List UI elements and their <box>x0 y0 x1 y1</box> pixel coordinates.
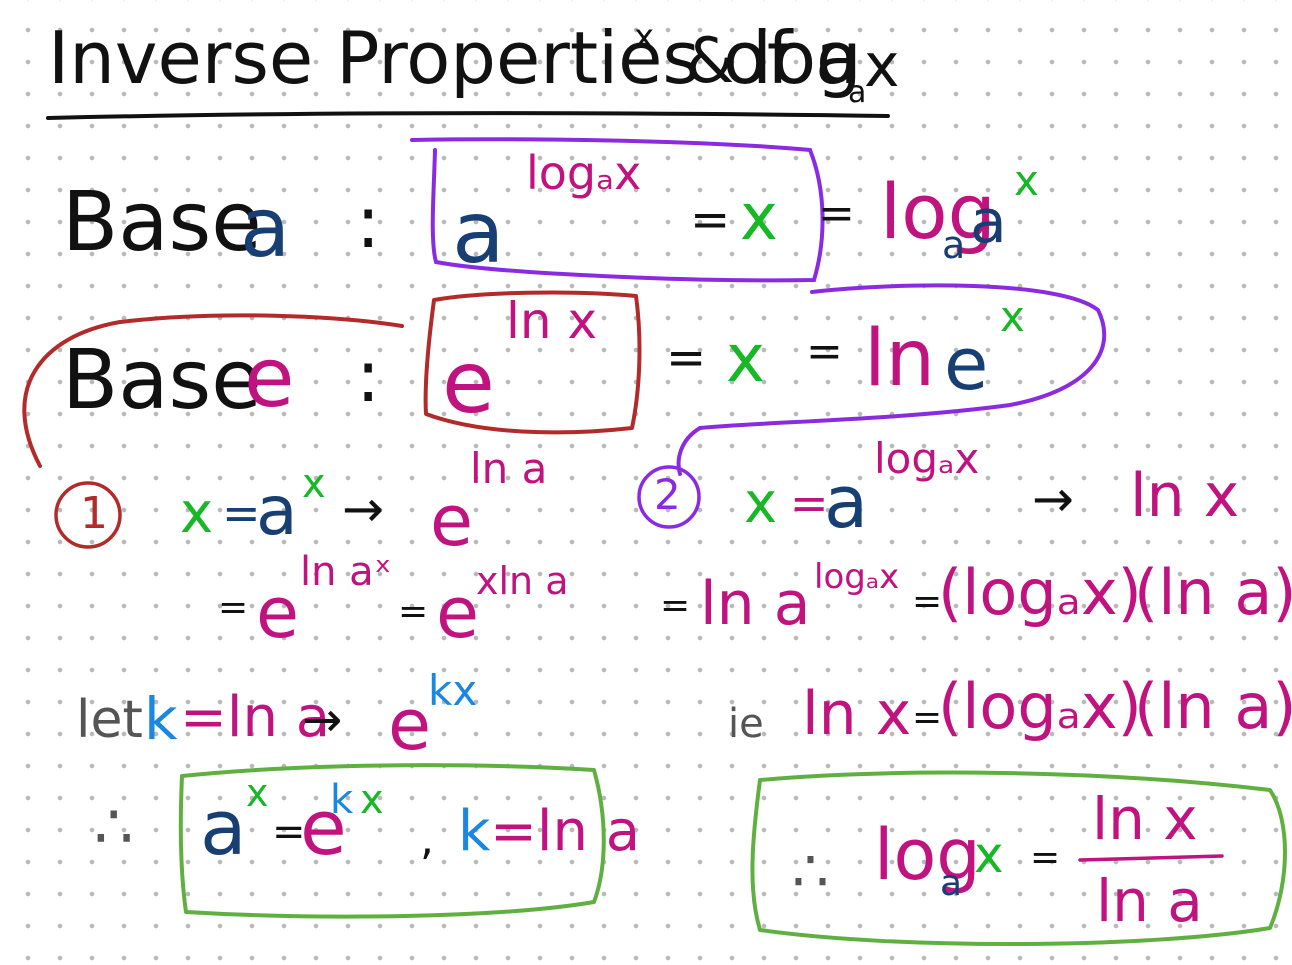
d1-result-aexp: x <box>246 771 269 815</box>
d1-result-x: x <box>360 777 384 823</box>
red-frame <box>423 290 642 435</box>
d1-step1-exp: x <box>302 461 326 507</box>
d2-step2-exp: logₐx <box>814 557 900 597</box>
identity-a-eq1: = <box>690 192 731 248</box>
identity-e-arg-exp: x <box>1000 292 1025 341</box>
title-underline <box>46 111 890 120</box>
base-a-symbol: a <box>240 181 291 276</box>
identity-e-arg: e <box>944 322 989 406</box>
d1-step1-eq: = <box>222 486 261 540</box>
d2-step2-ln: ln a <box>700 569 811 639</box>
identity-e-exponent: ln x <box>506 292 598 350</box>
d2-therefore: ∴ <box>792 837 829 905</box>
d1-e-kx: e <box>388 684 432 766</box>
d2-step1-ln: ln x <box>1130 461 1240 531</box>
identity-e-base: e <box>442 333 495 433</box>
d2-res-log: log <box>874 814 981 896</box>
red-connector <box>22 313 404 468</box>
identity-a-log-sub: a <box>942 223 966 267</box>
d1-step2-exp2: xln a <box>476 559 569 603</box>
purple-connector <box>676 283 1107 476</box>
identity-e-eq1: = <box>666 330 707 386</box>
d2-ie-p2: (ln a) <box>1134 670 1292 743</box>
d2-step1-exp: logₐx <box>874 434 980 483</box>
d1-comma: , <box>420 814 434 865</box>
identity-a-log: log <box>880 167 996 256</box>
d1-kx: kx <box>428 666 478 715</box>
d1-k-def: =ln a <box>180 685 331 750</box>
purple-frame-top <box>410 137 825 283</box>
d2-res-num: ln x <box>1092 785 1198 853</box>
d2-res-sub: a <box>940 863 963 904</box>
d2-arrow: → <box>1032 470 1074 528</box>
d1-step2-eq: = <box>218 587 249 628</box>
d1-let: let <box>76 690 143 750</box>
identity-a-arg-exp: x <box>1014 156 1039 205</box>
d1-step1-a: a <box>256 472 298 551</box>
d2-step2-p2: (ln a) <box>1134 556 1292 629</box>
base-e-symbol: e <box>244 331 295 426</box>
title-base: a <box>848 75 867 110</box>
d1-step2-e2: e <box>436 572 480 654</box>
derivation-2-number: 2 <box>654 470 681 519</box>
title-log: log <box>752 16 862 100</box>
d1-step1-e: e <box>430 480 474 562</box>
d2-res-eq: = <box>1030 837 1061 878</box>
d1-step1-x: x <box>180 481 214 546</box>
d1-step2-e: e <box>256 572 300 654</box>
identity-a-x: x <box>740 181 778 255</box>
d1-result-k: k <box>330 777 354 823</box>
d2-ie-ln: ln x <box>802 679 912 749</box>
d2-ie: ie <box>728 701 764 747</box>
base-a-label: Base <box>62 175 262 270</box>
d2-res-x: x <box>974 826 1004 884</box>
derivation-1-number: 1 <box>80 488 108 539</box>
number-2-circle <box>637 465 701 529</box>
green-frame-left <box>178 763 606 919</box>
d2-step1-eq: = <box>790 476 829 530</box>
d1-let-arrow: → <box>302 692 343 748</box>
d2-step1-a: a <box>824 460 869 544</box>
d2-step2-eq: = <box>660 585 691 626</box>
d1-result-a: a <box>200 783 247 872</box>
d2-ie-p1: (logₐx) <box>938 670 1142 743</box>
d2-step2-p1: (logₐx) <box>938 556 1142 629</box>
d1-result-k2: k <box>458 799 491 864</box>
identity-a-exponent: logₐx <box>526 146 642 200</box>
base-a-colon: : <box>356 180 381 264</box>
identity-e-ln: ln <box>864 314 936 404</box>
base-e-label: Base <box>62 333 262 428</box>
d2-step2-eq2: = <box>912 581 943 622</box>
title-main: Inverse Properties of a <box>48 16 860 100</box>
number-1-circle <box>54 481 122 549</box>
title-exp: x <box>634 17 655 57</box>
d1-step2-eq2: = <box>398 591 429 632</box>
d1-step2-exp: ln aˣ <box>300 549 392 595</box>
d2-res-den: ln a <box>1096 867 1203 935</box>
d2-step1-x: x <box>744 471 778 536</box>
d2-ie-eq: = <box>912 697 943 738</box>
d1-step1-eexp: ln a <box>470 444 548 493</box>
d1-k: k <box>144 685 178 753</box>
identity-e-x: x <box>726 320 766 397</box>
identity-a-arg: a <box>970 187 1007 257</box>
d1-result-ln: =ln a <box>490 799 641 864</box>
d1-therefore: ∴ <box>94 790 134 863</box>
fraction-bar <box>1078 854 1224 862</box>
identity-e-eq2: = <box>806 326 843 377</box>
d1-arrow: → <box>342 480 384 538</box>
title-arg: x <box>864 31 900 101</box>
identity-a-base: a <box>452 183 505 283</box>
identity-a-eq2: = <box>818 188 855 239</box>
title-amp: & <box>686 24 735 97</box>
d1-result-eq: = <box>272 809 306 855</box>
base-e-colon: : <box>356 334 381 418</box>
green-frame-right <box>750 770 1287 947</box>
d1-result-e: e <box>300 783 347 872</box>
